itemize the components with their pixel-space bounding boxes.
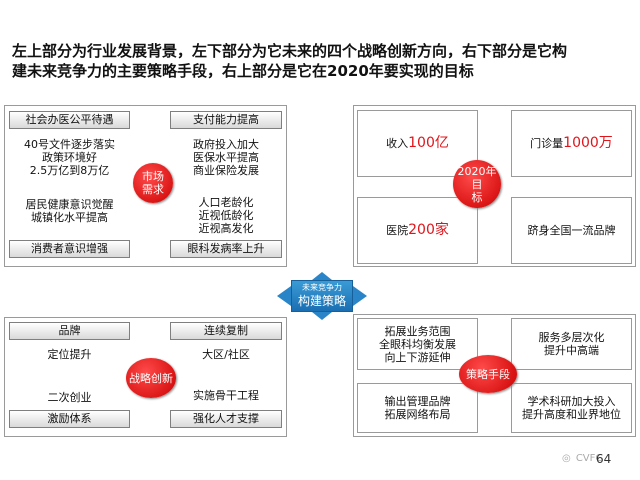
header-brand: 品牌: [9, 322, 130, 340]
arrow-up-icon: [312, 272, 332, 280]
means-expand-business: 拓展业务范围全眼科均衡发展向上下游延伸: [357, 318, 478, 370]
quadrant-market-demand: [4, 105, 287, 267]
center-big-text: 构建策略: [297, 294, 346, 308]
page-number: 64: [596, 452, 612, 466]
header-eye-disease: 眼科发病率上升: [170, 240, 282, 258]
text-backbone: 实施骨干工程: [193, 389, 259, 402]
title-line-2: 建未来竞争力的主要策略手段，右上部分是它在2020年要实现的目标: [12, 62, 474, 80]
text-payment: 政府投入加大 医保水平提高 商业保险发展: [193, 138, 259, 177]
header-payment-ability: 支付能力提高: [170, 111, 282, 129]
header-social-medical: 社会办医公平待遇: [9, 111, 130, 129]
means-output-brand: 输出管理品牌拓展网络布局: [357, 383, 478, 433]
circle-market-demand: 市场需求: [133, 163, 173, 203]
arrow-right-icon: [353, 286, 367, 306]
quadrant-strategy-innovation: [4, 317, 287, 437]
goal-top-brand: 跻身全国一流品牌: [511, 197, 632, 264]
arrow-left-icon: [277, 286, 291, 306]
watermark-text: CVFC: [575, 453, 603, 464]
text-positioning: 定位提升: [47, 348, 92, 361]
means-service-tier: 服务多层次化提升中高端: [511, 318, 632, 370]
header-consumer-awareness: 消费者意识增强: [9, 240, 130, 258]
circle-strategy-means: 策略手段: [459, 355, 517, 393]
header-talent: 强化人才支撑: [170, 410, 282, 428]
center-arrows: [277, 272, 367, 320]
watermark: ◎ CVFC: [562, 446, 612, 465]
text-second-venture: 二次创业: [47, 391, 92, 404]
wechat-icon: ◎: [562, 453, 571, 464]
text-region: 大区/社区: [202, 348, 250, 361]
center-small-text: 未来竞争力: [302, 283, 342, 292]
quadrant-2020-goal: [353, 105, 636, 267]
title-line-1: 左上部分为行业发展背景，左下部分为它未来的四个战略创新方向，右下部分是它构: [12, 42, 568, 60]
arrow-down-icon: [312, 312, 332, 320]
text-health-awareness: 居民健康意识觉醒 城镇化水平提高: [25, 198, 114, 224]
header-continuous-copy: 连续复制: [170, 322, 282, 340]
circle-2020-goal: 2020年目标: [453, 160, 501, 208]
means-research: 学术科研加大投入提升高度和业界地位: [511, 383, 632, 433]
text-policy: 40号文件逐步落实 政策环境好 2.5万亿到8万亿: [24, 138, 115, 177]
quadrant-strategy-means: [353, 314, 636, 437]
page-title: 左上部分为行业发展背景，左下部分为它未来的四个战略创新方向，右下部分是它构 建未…: [12, 41, 628, 81]
center-strategy: 未来竞争力 构建策略: [291, 280, 353, 312]
circle-strategy-innovation: 战略创新: [126, 358, 176, 398]
header-incentive: 激励体系: [9, 410, 130, 428]
text-myopia: 人口老龄化 近视低龄化 近视高发化: [198, 196, 254, 235]
